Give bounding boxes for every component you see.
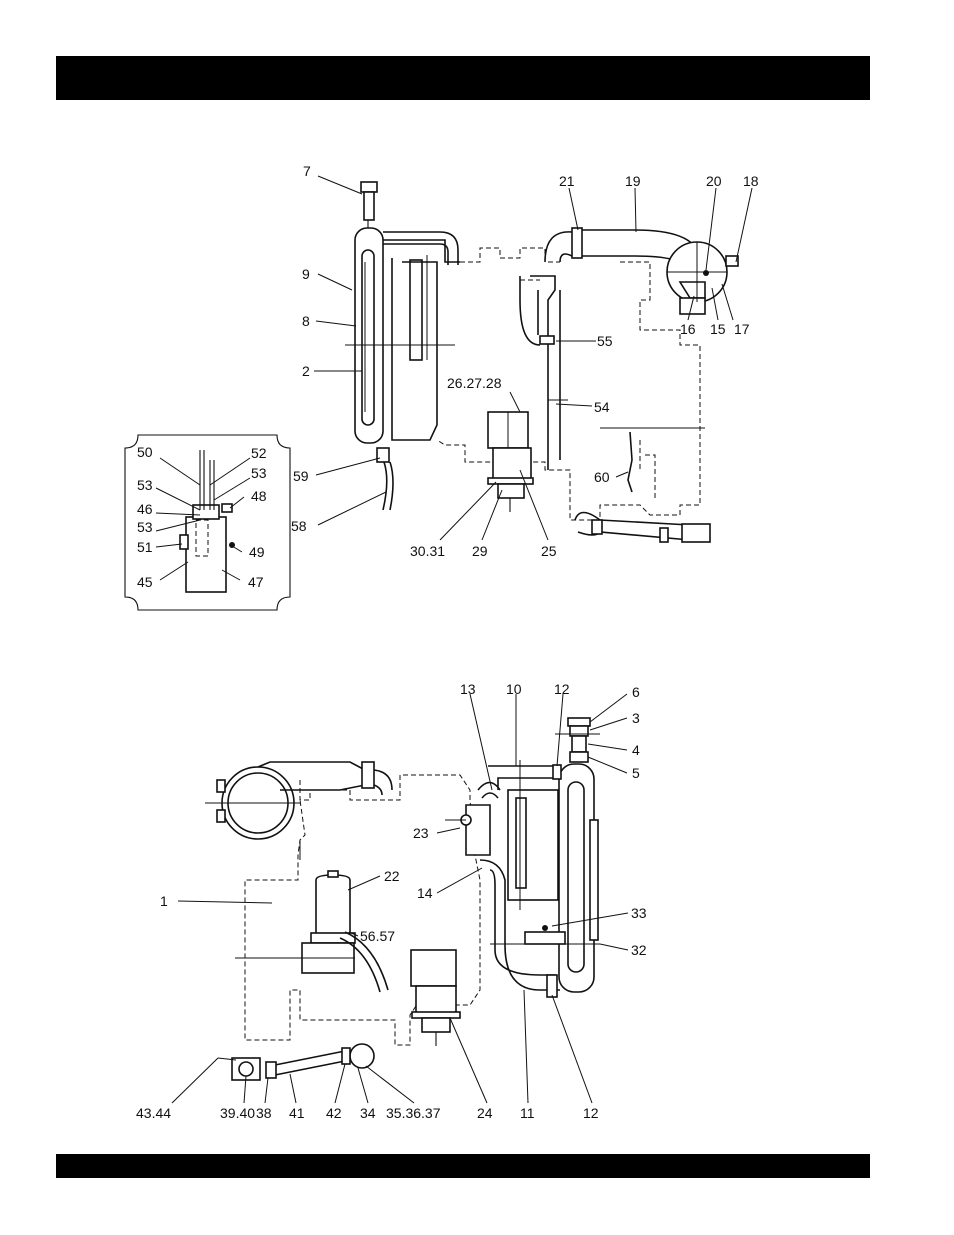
- callout: 53: [137, 519, 153, 535]
- neck-clamp: [570, 752, 588, 762]
- callout: 29: [472, 543, 488, 559]
- callout: 13: [460, 681, 476, 697]
- callout: 19: [625, 173, 641, 189]
- callout: 25: [541, 543, 557, 559]
- callout: 5: [632, 765, 640, 781]
- callout: 52: [251, 445, 267, 461]
- pipe-fitting: [682, 524, 710, 542]
- callout: 35.36.37: [386, 1105, 441, 1121]
- callout: 49: [249, 544, 265, 560]
- callout: 43.44: [136, 1105, 171, 1121]
- callout: 7: [303, 163, 311, 179]
- callout: 58: [291, 518, 307, 534]
- callout: 54: [594, 399, 610, 415]
- callout: 56.57: [360, 928, 395, 944]
- callout: 42: [326, 1105, 342, 1121]
- radiator: [355, 228, 383, 443]
- callout: 53: [251, 465, 267, 481]
- callout: 20: [706, 173, 722, 189]
- callout: 26.27.28: [447, 375, 502, 391]
- callout: 48: [251, 488, 267, 504]
- coolant-tank: [493, 448, 531, 482]
- radiator-side-tank: [590, 820, 598, 940]
- drain-elbow: [350, 1044, 374, 1068]
- callout: 47: [248, 574, 264, 590]
- filter-bracket: [180, 535, 188, 549]
- callout: 1: [160, 893, 168, 909]
- callout: 16: [680, 321, 696, 337]
- callout: 15: [710, 321, 726, 337]
- drain-pipe: [275, 1050, 350, 1075]
- tank-body-lower: [416, 986, 456, 1014]
- callout: 33: [631, 905, 647, 921]
- callout: 38: [256, 1105, 272, 1121]
- filler-neck: [364, 192, 374, 220]
- hose-clamp: [572, 228, 582, 258]
- callout: 11: [520, 1105, 535, 1121]
- callout: 8: [302, 313, 310, 329]
- bottom-engine-view: [205, 718, 600, 1080]
- callout: 4: [632, 742, 640, 758]
- callout: 55: [597, 333, 613, 349]
- callout: 53: [137, 477, 153, 493]
- callout: 59: [293, 468, 309, 484]
- coolant-tank-lower: [411, 950, 456, 986]
- callout: 39.40: [220, 1105, 255, 1121]
- callout: 32: [631, 942, 647, 958]
- callout: 23: [413, 825, 429, 841]
- drain-hose: [383, 462, 393, 510]
- radiator-lower-view: [559, 764, 594, 992]
- tube-clip: [540, 336, 554, 344]
- callout: 51: [137, 539, 153, 555]
- callout: 12: [554, 681, 570, 697]
- callout: 41: [289, 1105, 305, 1121]
- radiator-cap: [361, 182, 377, 192]
- breather-tube: [628, 432, 632, 492]
- callout: 10: [506, 681, 522, 697]
- callout: 24: [477, 1105, 493, 1121]
- callout: 34: [360, 1105, 376, 1121]
- callout: 50: [137, 444, 153, 460]
- callout: 14: [417, 885, 433, 901]
- callout: 21: [559, 173, 575, 189]
- oil-filter: [316, 875, 350, 935]
- callout: 6: [632, 684, 640, 700]
- callout: 45: [137, 574, 153, 590]
- fuel-filter-body: [186, 517, 226, 592]
- callout: 22: [384, 868, 400, 884]
- callout: 12: [583, 1105, 599, 1121]
- callout: 3: [632, 710, 640, 726]
- callout: 9: [302, 266, 310, 282]
- callout: 46: [137, 501, 153, 517]
- thermostat-housing: [466, 805, 490, 855]
- drain-cock: [377, 448, 389, 462]
- top-engine-view: [345, 182, 738, 542]
- radiator-cap-lower: [568, 718, 590, 726]
- callout: 30.31: [410, 543, 445, 559]
- filter-head: [193, 505, 219, 519]
- callout: 2: [302, 363, 310, 379]
- bypass-fitting: [525, 932, 565, 944]
- filler-neck-lower: [572, 736, 586, 752]
- callout: 18: [743, 173, 759, 189]
- callout: 60: [594, 469, 610, 485]
- callout: 17: [734, 321, 750, 337]
